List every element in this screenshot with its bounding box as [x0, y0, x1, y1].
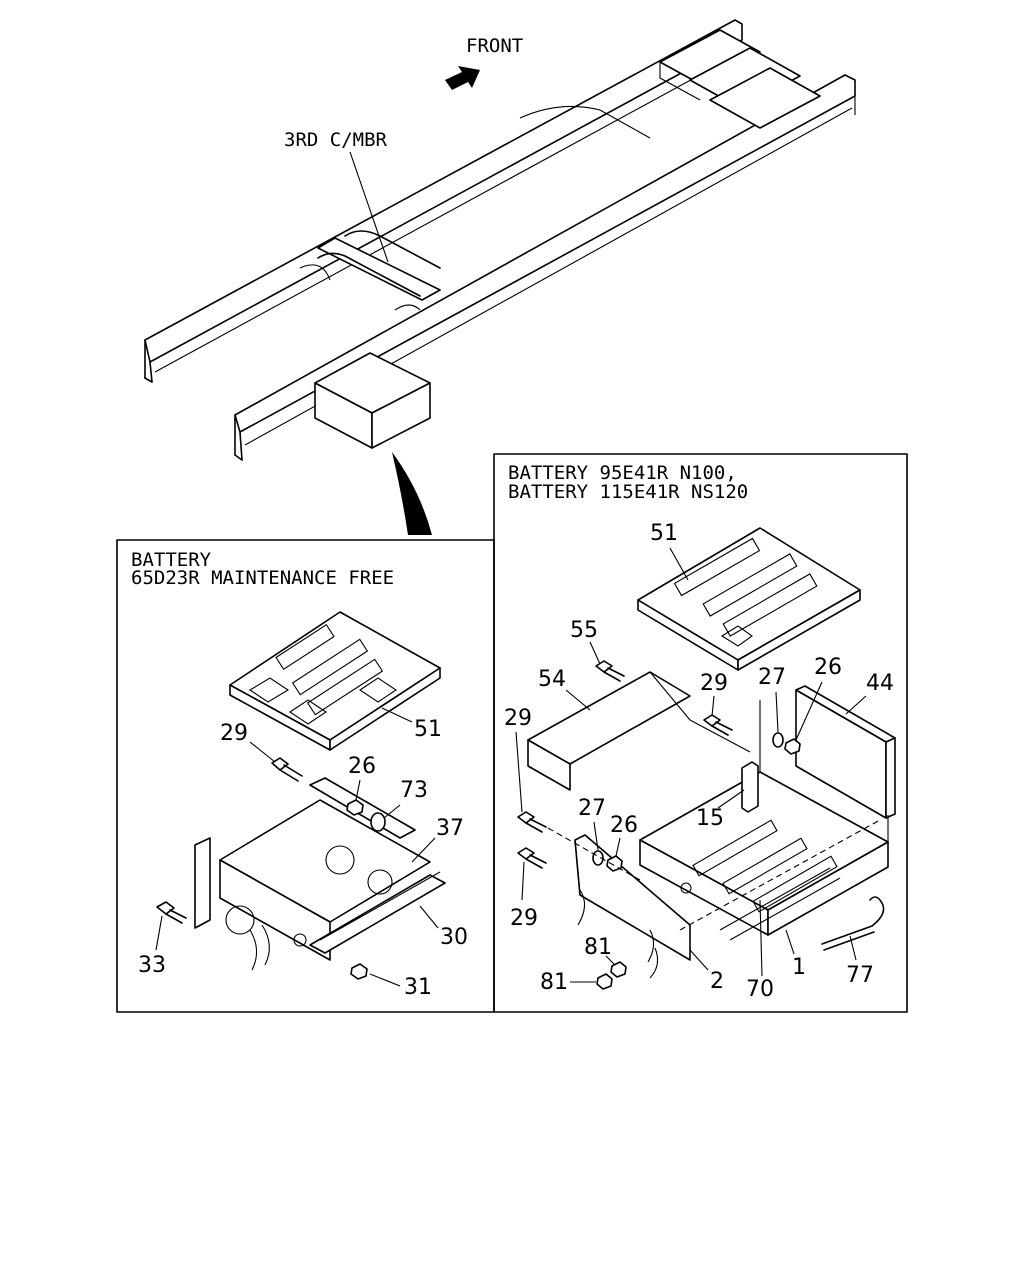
right-callout-29a: 29 — [700, 671, 728, 696]
left-callout-51: 51 — [414, 717, 442, 742]
right-callout-27a: 27 — [758, 665, 786, 690]
right-callout-26b: 26 — [610, 813, 638, 838]
right-panel-title-line1: BATTERY 95E41R N100, — [508, 462, 737, 484]
left-callout-37: 37 — [436, 816, 464, 841]
right-battery-tray — [639, 700, 889, 941]
right-callout-81a: 81 — [584, 935, 612, 960]
right-nut-81b — [596, 973, 613, 990]
left-bolt-33 — [156, 901, 187, 924]
detail-arrow-icon — [392, 452, 432, 535]
left-bolt-29 — [271, 757, 303, 782]
left-battery-tray — [194, 777, 446, 971]
left-callout-30: 30 — [440, 925, 468, 950]
right-nut-26a — [784, 738, 801, 755]
right-callout-77: 77 — [846, 963, 874, 988]
left-panel-title-line2: 65D23R MAINTENANCE FREE — [131, 567, 394, 589]
right-bolt-55 — [595, 660, 625, 682]
left-panel-title-line1: BATTERY — [131, 549, 212, 571]
right-detail-panel: BATTERY 95E41R N100, BATTERY 115E41R NS1… — [493, 453, 908, 1013]
right-washer-27a — [772, 732, 784, 748]
chassis-frame — [144, 19, 856, 461]
left-callout-33: 33 — [138, 953, 166, 978]
right-panel-border — [493, 453, 908, 1013]
front-arrow-icon — [445, 66, 480, 90]
right-callout-2: 2 — [710, 969, 724, 994]
right-callout-29c: 29 — [510, 906, 538, 931]
right-hook-bolt-77 — [821, 896, 885, 951]
right-bolt-29b — [517, 811, 547, 833]
right-callout-51: 51 — [650, 521, 678, 546]
left-nut-31 — [350, 963, 368, 980]
right-battery-cover — [637, 527, 861, 671]
right-callout-81b: 81 — [540, 970, 568, 995]
right-callout-55: 55 — [570, 618, 598, 643]
right-callout-44: 44 — [866, 671, 894, 696]
left-callout-26: 26 — [348, 754, 376, 779]
front-label: FRONT — [466, 35, 523, 57]
right-bolt-29a — [703, 714, 733, 736]
right-callout-29b: 29 — [504, 706, 532, 731]
left-battery-cover — [229, 611, 441, 751]
left-detail-panel: BATTERY 65D23R MAINTENANCE FREE — [116, 539, 495, 1013]
right-callout-70: 70 — [746, 977, 774, 1002]
left-callout-29: 29 — [220, 721, 248, 746]
right-callout-15: 15 — [696, 806, 724, 831]
left-callout-73: 73 — [400, 778, 428, 803]
crossmember-leader — [349, 151, 389, 263]
left-washer-73 — [370, 812, 386, 832]
right-nut-81a — [610, 961, 627, 978]
right-panel-title-line2: BATTERY 115E41R NS120 — [508, 481, 748, 503]
right-callout-54: 54 — [538, 667, 566, 692]
right-bolt-29c — [517, 847, 547, 869]
right-callout-26a: 26 — [814, 655, 842, 680]
right-bracket-15 — [741, 761, 759, 813]
right-callout-1: 1 — [792, 955, 806, 980]
right-callout-27b: 27 — [578, 796, 606, 821]
left-callout-31: 31 — [404, 975, 432, 1000]
crossmember-label: 3RD C/MBR — [284, 129, 388, 151]
